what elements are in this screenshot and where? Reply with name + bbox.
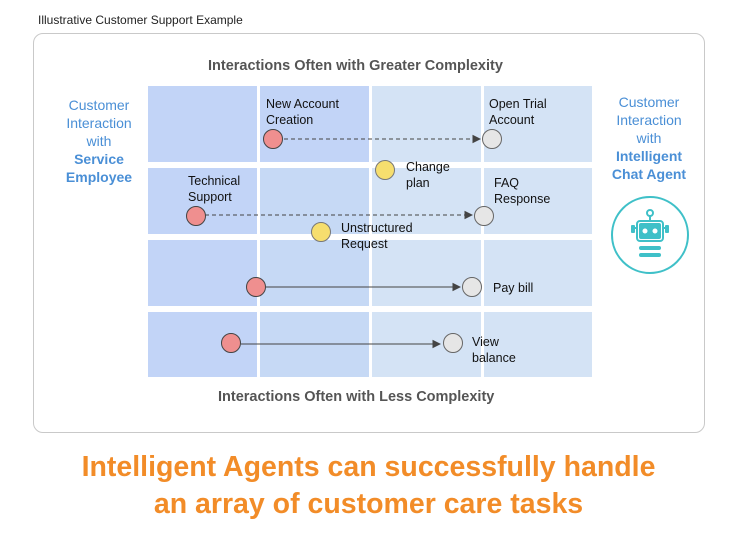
headline-line2: an array of customer care tasks — [153, 488, 584, 520]
band-cell — [372, 86, 481, 162]
task-end-dot — [474, 206, 494, 226]
left-label-bold2: Employee — [65, 169, 133, 185]
band-cell — [260, 240, 369, 306]
label-view-balance-line1: View — [472, 335, 499, 349]
task-mid-dot — [311, 222, 331, 242]
label-new-account-line2: Creation — [266, 113, 314, 127]
right-label: Customer Interaction with Intelligent Ch… — [604, 93, 694, 183]
task-mid-dot — [375, 160, 395, 180]
band-row-1 — [148, 86, 592, 162]
band-cell — [484, 240, 592, 306]
task-start-dot — [263, 129, 283, 149]
label-unstructured-request: Unstructured Request — [341, 220, 413, 252]
task-end-dot — [462, 277, 482, 297]
band-cell — [260, 86, 369, 162]
label-faq-response-line1: FAQ — [494, 176, 520, 190]
label-new-account-line1: New Account — [266, 97, 339, 111]
left-label: Customer Interaction with Service Employ… — [58, 96, 140, 186]
label-open-trial-line1: Open Trial — [489, 97, 547, 111]
label-open-trial: Open Trial Account — [489, 96, 547, 128]
task-end-dot — [443, 333, 463, 353]
label-technical-support-line2: Support — [188, 190, 232, 204]
label-view-balance-line2: balance — [472, 351, 516, 365]
label-pay-bill: Pay bill — [493, 280, 533, 296]
left-label-bold1: Service — [74, 151, 124, 167]
label-faq-response: FAQ Response — [494, 175, 550, 207]
left-label-line3: with — [86, 133, 112, 149]
robot-icon-ring — [611, 196, 689, 274]
label-unstructured-request-line2: Request — [341, 237, 388, 251]
top-header: Interactions Often with Greater Complexi… — [208, 58, 503, 74]
label-technical-support: Technical Support — [188, 173, 240, 205]
label-change-plan-line1: Change — [406, 160, 450, 174]
task-start-dot — [246, 277, 266, 297]
label-technical-support-line1: Technical — [188, 174, 241, 188]
band-cell — [372, 168, 481, 234]
label-pay-bill-line1: Pay bill — [493, 281, 534, 295]
label-unstructured-request-line1: Unstructured — [341, 221, 413, 235]
band-cell — [372, 240, 481, 306]
label-view-balance: View balance — [472, 334, 516, 366]
right-label-line3: with — [636, 130, 662, 146]
right-label-bold2: Chat Agent — [611, 166, 687, 182]
label-new-account: New Account Creation — [266, 96, 339, 128]
bottom-header: Interactions Often with Less Complexity — [218, 389, 495, 405]
band-cell — [484, 168, 592, 234]
robot-icon — [631, 209, 669, 257]
right-label-line1: Customer — [618, 94, 680, 110]
right-label-bold1: Intelligent — [615, 148, 683, 164]
label-change-plan-line2: plan — [406, 176, 430, 190]
right-label-line2: Interaction — [616, 112, 682, 128]
label-faq-response-line2: Response — [494, 192, 551, 206]
left-label-line2: Interaction — [66, 115, 132, 131]
band-cell — [484, 86, 592, 162]
label-open-trial-line2: Account — [489, 113, 535, 127]
figure-caption: Illustrative Customer Support Example — [38, 13, 243, 27]
task-start-dot — [221, 333, 241, 353]
label-change-plan: Change plan — [406, 159, 450, 191]
band-cell — [148, 240, 257, 306]
headline-line1: Intelligent Agents can successfully hand… — [81, 451, 656, 483]
band-cell — [484, 312, 592, 377]
band-row-3 — [148, 240, 592, 306]
left-label-line1: Customer — [68, 97, 130, 113]
task-end-dot — [482, 129, 502, 149]
band-cell — [148, 86, 257, 162]
task-start-dot — [186, 206, 206, 226]
